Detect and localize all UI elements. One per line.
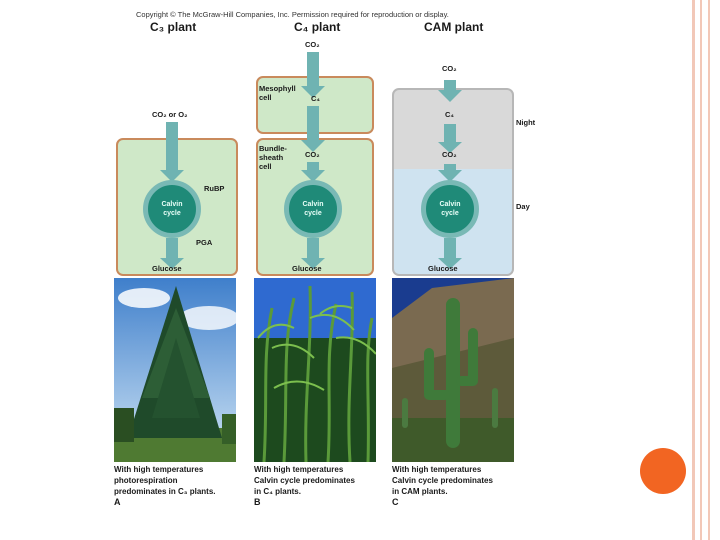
c3-input-arrowhead bbox=[160, 170, 184, 182]
mesophyll-label-1: Mesophyll bbox=[259, 84, 296, 93]
night-label: Night bbox=[516, 118, 536, 127]
c3-title: C₃ plant bbox=[150, 20, 197, 34]
c3-glucose-label: Glucose bbox=[152, 264, 182, 273]
c3-input-label: CO₂ or O₂ bbox=[152, 110, 188, 119]
c4-calvin-label-1: Calvin bbox=[302, 201, 324, 208]
cam-top-arrow bbox=[444, 80, 456, 92]
slide-border-line-3 bbox=[708, 0, 710, 540]
evergreen-tree-photo bbox=[114, 278, 236, 462]
cam-co2-input-label: CO₂ bbox=[442, 64, 457, 73]
bundle-sheath-label: Bundle- sheath cell bbox=[259, 144, 287, 171]
c4-bundle-co2-label: CO₂ bbox=[305, 150, 320, 159]
c4-output-arrow bbox=[307, 238, 319, 260]
caption-c-line-1: With high temperatures bbox=[392, 465, 482, 474]
cam-bundle-arrowhead bbox=[438, 170, 462, 182]
cam-c4-label: C₄ bbox=[445, 110, 454, 119]
c4-top-arrow bbox=[307, 52, 319, 88]
cam-calvin-label-2: cycle bbox=[441, 210, 459, 217]
c4-title: C₄ plant bbox=[294, 20, 341, 34]
caption-a-letter: A bbox=[114, 497, 121, 507]
caption-b-line-2: Calvin cycle predominates bbox=[254, 476, 355, 485]
cam-title: CAM plant bbox=[424, 20, 484, 34]
caption-b: With high temperatures Calvin cycle pred… bbox=[254, 464, 394, 508]
cam-bundle-arrow bbox=[444, 164, 456, 172]
cam-top-arrowhead bbox=[438, 90, 462, 102]
cam-middle-arrowhead bbox=[438, 142, 462, 153]
bundle-sheath-label-3: cell bbox=[259, 162, 272, 171]
cam-output-arrowhead bbox=[438, 258, 462, 269]
c4-calvin-label-2: cycle bbox=[304, 210, 322, 217]
mesophyll-label: Mesophyll cell bbox=[259, 84, 296, 102]
saguaro-cactus-photo bbox=[392, 278, 514, 462]
orange-circle-decoration bbox=[640, 448, 686, 494]
day-label: Day bbox=[516, 202, 530, 211]
c3-calvin-label-1: Calvin bbox=[161, 201, 183, 208]
c4-compound-label: C₄ bbox=[311, 94, 320, 103]
c4-calvin-cycle: Calvin cycle bbox=[284, 180, 342, 238]
cam-co2-mid-label: CO₂ bbox=[442, 150, 457, 159]
caption-b-line-1: With high temperatures bbox=[254, 465, 344, 474]
caption-a-line-3: predominates in C₃ plants. bbox=[114, 487, 216, 496]
cam-glucose-label: Glucose bbox=[428, 264, 458, 273]
c4-top-arrowhead bbox=[301, 86, 325, 98]
bundle-sheath-label-1: Bundle- bbox=[259, 144, 287, 153]
c4-glucose-label: Glucose bbox=[292, 264, 322, 273]
arrow-layer bbox=[160, 52, 462, 269]
cam-middle-arrow bbox=[444, 124, 456, 144]
c4-middle-arrow bbox=[307, 106, 319, 142]
c3-output-arrow bbox=[166, 238, 178, 260]
caption-b-letter: B bbox=[254, 497, 261, 507]
bundle-sheath-label-2: sheath bbox=[259, 153, 284, 162]
corn-field-photo bbox=[254, 278, 376, 462]
cam-output-arrow bbox=[444, 238, 456, 260]
c4-co2-input-label: CO₂ bbox=[305, 40, 320, 49]
c3-input-arrow bbox=[166, 122, 178, 172]
caption-c-line-2: Calvin cycle predominates bbox=[392, 476, 493, 485]
caption-a: With high temperatures photorespiration … bbox=[114, 464, 254, 508]
c3-calvin-cycle: Calvin cycle bbox=[143, 180, 201, 238]
mesophyll-label-2: cell bbox=[259, 93, 272, 102]
cam-calvin-label-1: Calvin bbox=[439, 201, 461, 208]
slide-border-line-1 bbox=[692, 0, 695, 540]
caption-c-line-3: in CAM plants. bbox=[392, 487, 448, 496]
pga-label: PGA bbox=[196, 238, 213, 247]
c4-output-arrowhead bbox=[301, 258, 325, 269]
rubp-label: RuBP bbox=[204, 184, 225, 193]
caption-c: With high temperatures Calvin cycle pred… bbox=[392, 464, 532, 508]
photosynthesis-figure: Copyright © The McGraw-Hill Companies, I… bbox=[108, 6, 535, 520]
c3-calvin-label-2: cycle bbox=[163, 210, 181, 217]
c4-middle-arrowhead bbox=[301, 140, 325, 152]
caption-c-letter: C bbox=[392, 497, 399, 507]
cam-calvin-cycle: Calvin cycle bbox=[421, 180, 479, 238]
caption-b-line-3: in C₄ plants. bbox=[254, 487, 301, 496]
c3-output-arrowhead bbox=[160, 258, 184, 269]
c4-bundle-arrowhead bbox=[301, 170, 325, 182]
c4-bundle-arrow bbox=[307, 162, 319, 172]
caption-a-line-1: With high temperatures bbox=[114, 465, 204, 474]
copyright-notice: Copyright © The McGraw-Hill Companies, I… bbox=[136, 10, 449, 19]
caption-a-line-2: photorespiration bbox=[114, 476, 178, 485]
slide-border-line-2 bbox=[700, 0, 702, 540]
